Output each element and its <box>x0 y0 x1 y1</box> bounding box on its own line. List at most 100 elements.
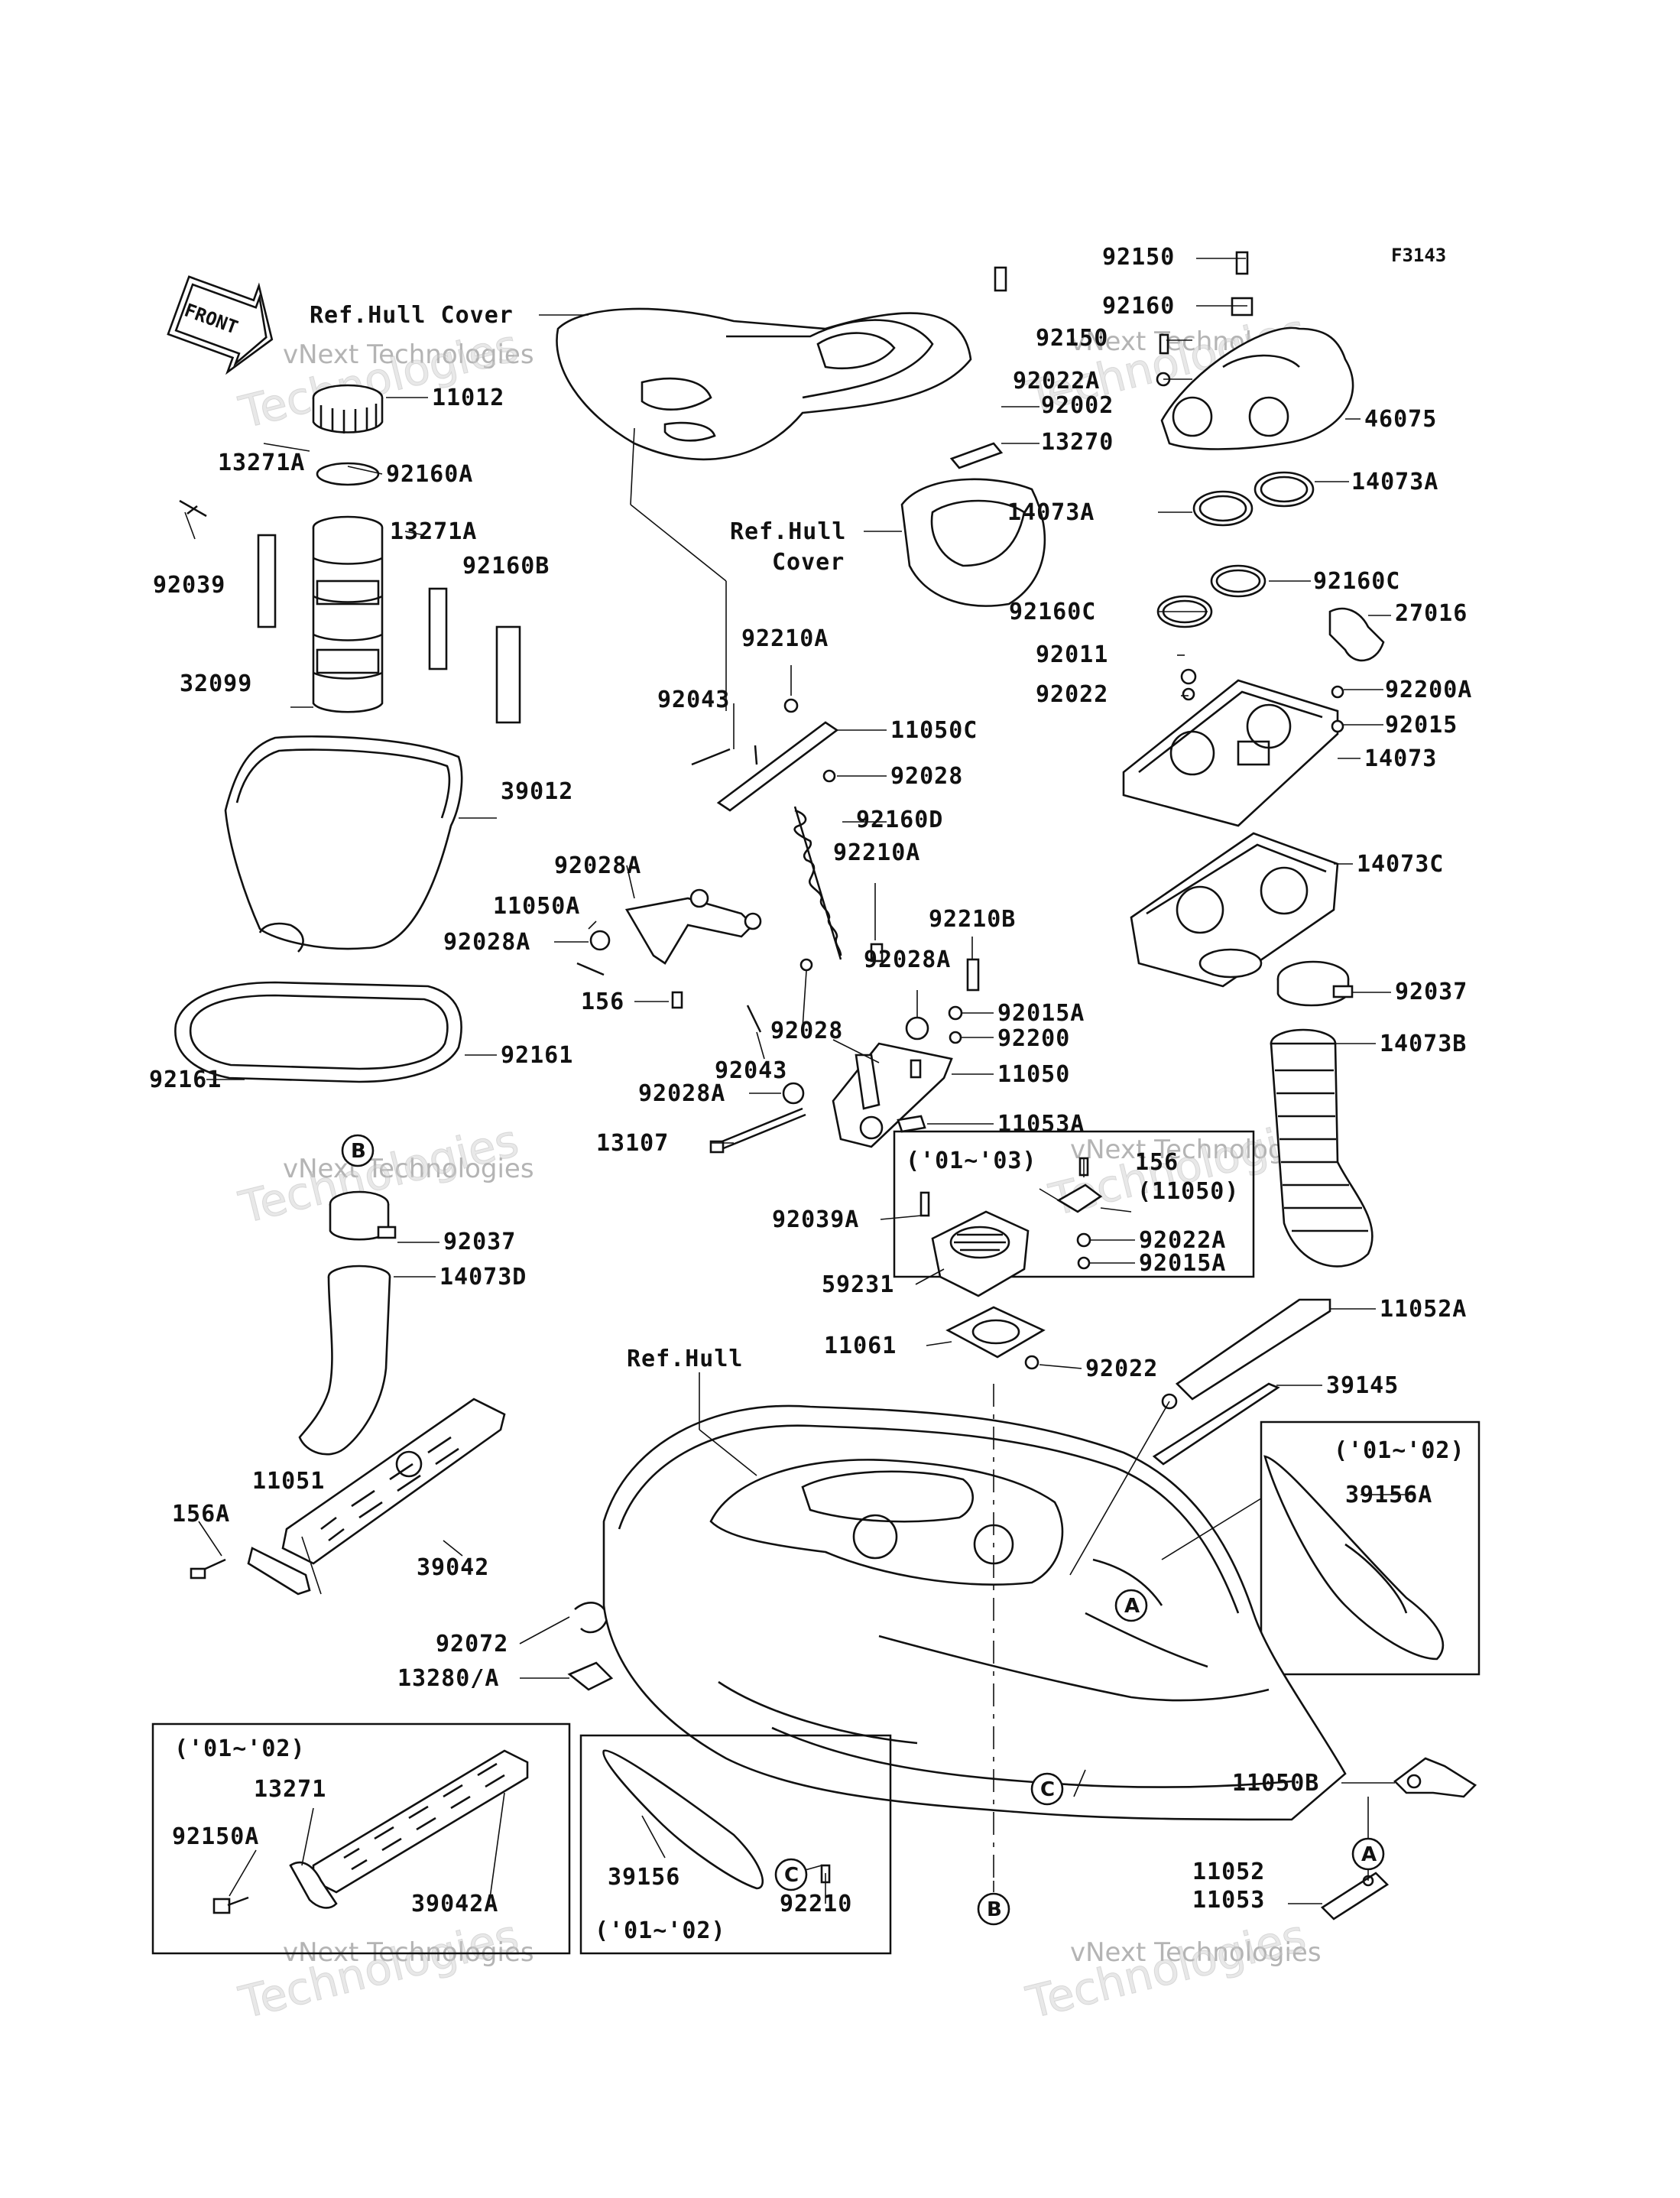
part-label: 92160B <box>462 553 550 580</box>
bolt-92210B-drawing <box>966 958 980 992</box>
part-label: 92150A <box>172 1823 259 1850</box>
part-label: 39042A <box>411 1891 498 1917</box>
watermark-top-left: vNext Technologies Technologies <box>233 319 534 439</box>
part-label: 13280/A <box>397 1665 499 1692</box>
part-label: 92072 <box>436 1631 508 1657</box>
part-label: 92015A <box>997 1000 1085 1027</box>
clamp-92037-left-drawing <box>329 1190 397 1241</box>
part-label: 156A <box>172 1501 230 1528</box>
callout-b-hull: B <box>977 1892 1010 1926</box>
airbox-14073-drawing <box>1122 668 1344 827</box>
bracket-11050C-drawing <box>691 698 839 812</box>
part-label: 92028A <box>638 1080 725 1107</box>
svg-text:vNext Technologies: vNext Technologies <box>283 1154 534 1184</box>
nut-92028A-4-drawing <box>782 1082 805 1105</box>
ref-hull: Ref.Hull <box>627 1346 744 1372</box>
part-label: 92150 <box>1102 244 1175 271</box>
year-box-2 <box>1260 1420 1481 1676</box>
ref-hull-cover-mid-2: Cover <box>772 549 845 576</box>
part-label: 11053 <box>1192 1887 1265 1914</box>
part-label: 92160 <box>1102 293 1175 320</box>
year-box-1 <box>893 1130 1255 1278</box>
tube-32099-drawing <box>312 515 384 713</box>
svg-text:A: A <box>1124 1595 1140 1618</box>
arm-11050A-drawing <box>576 888 762 1009</box>
nut-92028A-3-drawing <box>905 1016 929 1041</box>
tube-14073D-drawing <box>298 1265 391 1456</box>
bellows-14073B-drawing <box>1270 1028 1374 1268</box>
part-label: 13270 <box>1041 429 1114 456</box>
part-label: 39145 <box>1326 1372 1399 1399</box>
part-label: 92160A <box>386 461 473 488</box>
part-label: 13271A <box>218 450 305 476</box>
plate-46075-drawing <box>1156 251 1354 450</box>
part-label: 92200 <box>997 1025 1070 1052</box>
part-label: 92160D <box>856 807 943 833</box>
svg-text:vNext Technologies: vNext Technologies <box>283 339 534 370</box>
part-label: 14073C <box>1357 851 1444 878</box>
part-label: 92210A <box>741 625 829 652</box>
bracket-11050-drawing <box>832 1042 953 1148</box>
part-label: 14073B <box>1380 1031 1467 1057</box>
part-label: 46075 <box>1364 406 1437 433</box>
strip-13271A-1-drawing <box>257 534 277 628</box>
part-label: 92200A <box>1385 677 1472 703</box>
panel-39156A-drawing <box>1263 1455 1445 1661</box>
part-label: 92011 <box>1036 641 1108 668</box>
part-label: 39156 <box>608 1864 680 1891</box>
part-label: 11052 <box>1192 1859 1265 1885</box>
part-label: 39156A <box>1345 1482 1432 1508</box>
part-label: 11012 <box>432 385 504 411</box>
part-label: 92028A <box>864 946 951 973</box>
part-label: 14073 <box>1364 745 1437 772</box>
part-label: 92037 <box>443 1229 516 1255</box>
part-label: 11050C <box>890 717 978 744</box>
part-label: 11051 <box>252 1468 325 1495</box>
rings-drawing <box>1156 471 1315 628</box>
part-label: 92043 <box>715 1057 787 1084</box>
part-label: 92039 <box>153 572 225 599</box>
pad-92160B-drawing <box>495 625 521 724</box>
strip-39145-drawing <box>1152 1382 1280 1466</box>
part-label: 92210B <box>929 906 1016 933</box>
svg-text:C: C <box>1040 1778 1055 1801</box>
part-label: 11053A <box>997 1111 1085 1138</box>
part-label: 39012 <box>501 778 573 805</box>
part-label: 11061 <box>824 1333 897 1359</box>
watermark-bottom-right: vNext Technologies Technologies <box>1020 1909 1321 2029</box>
hull-drawing <box>602 1404 1347 1821</box>
svg-text:B: B <box>987 1898 1002 1921</box>
year-box-4 <box>579 1734 892 1955</box>
mat-39042A-drawing <box>312 1749 529 1894</box>
label-13280A-drawing <box>567 1661 614 1691</box>
svg-text:Technologies: Technologies <box>234 1909 524 2028</box>
part-label: 92210 <box>780 1891 852 1917</box>
front-arrow-icon: FRONT <box>167 275 274 375</box>
part-label: 11050 <box>997 1061 1070 1088</box>
washer-92200-drawing <box>949 1031 962 1044</box>
part-label: 11050B <box>1232 1770 1319 1797</box>
year-box-3 <box>151 1722 571 1955</box>
callout-c-box: C <box>774 1858 808 1891</box>
tray-39042-drawing <box>281 1398 506 1565</box>
part-label: 27016 <box>1395 600 1468 627</box>
part-label: 13107 <box>596 1130 669 1157</box>
part-label: 92022A <box>1139 1227 1226 1254</box>
part-labels: 92150 92160 92150 92022A 92002 46075 132… <box>149 244 1472 1917</box>
part-label: 13271A <box>390 518 477 545</box>
callout-c-hull: C <box>1030 1772 1064 1806</box>
bucket-39012-drawing <box>224 735 463 953</box>
part-label: 92160C <box>1009 599 1096 625</box>
part-label: 92160C <box>1313 568 1400 595</box>
part-label: 92022A <box>1013 368 1100 394</box>
part-label: 14073A <box>1007 499 1095 526</box>
cap-27016-drawing <box>1328 607 1385 662</box>
part-label: 32099 <box>180 670 252 697</box>
part-label: 92161 <box>501 1042 573 1069</box>
callout-a-hull: A <box>1114 1589 1148 1622</box>
part-label: 11052A <box>1380 1296 1467 1323</box>
part-label: 92161 <box>149 1067 222 1093</box>
bracket-11052-drawing <box>1320 1872 1390 1920</box>
ref-hull-cover-top: Ref.Hull Cover <box>310 302 514 329</box>
pin-92210A-drawing <box>870 943 884 963</box>
